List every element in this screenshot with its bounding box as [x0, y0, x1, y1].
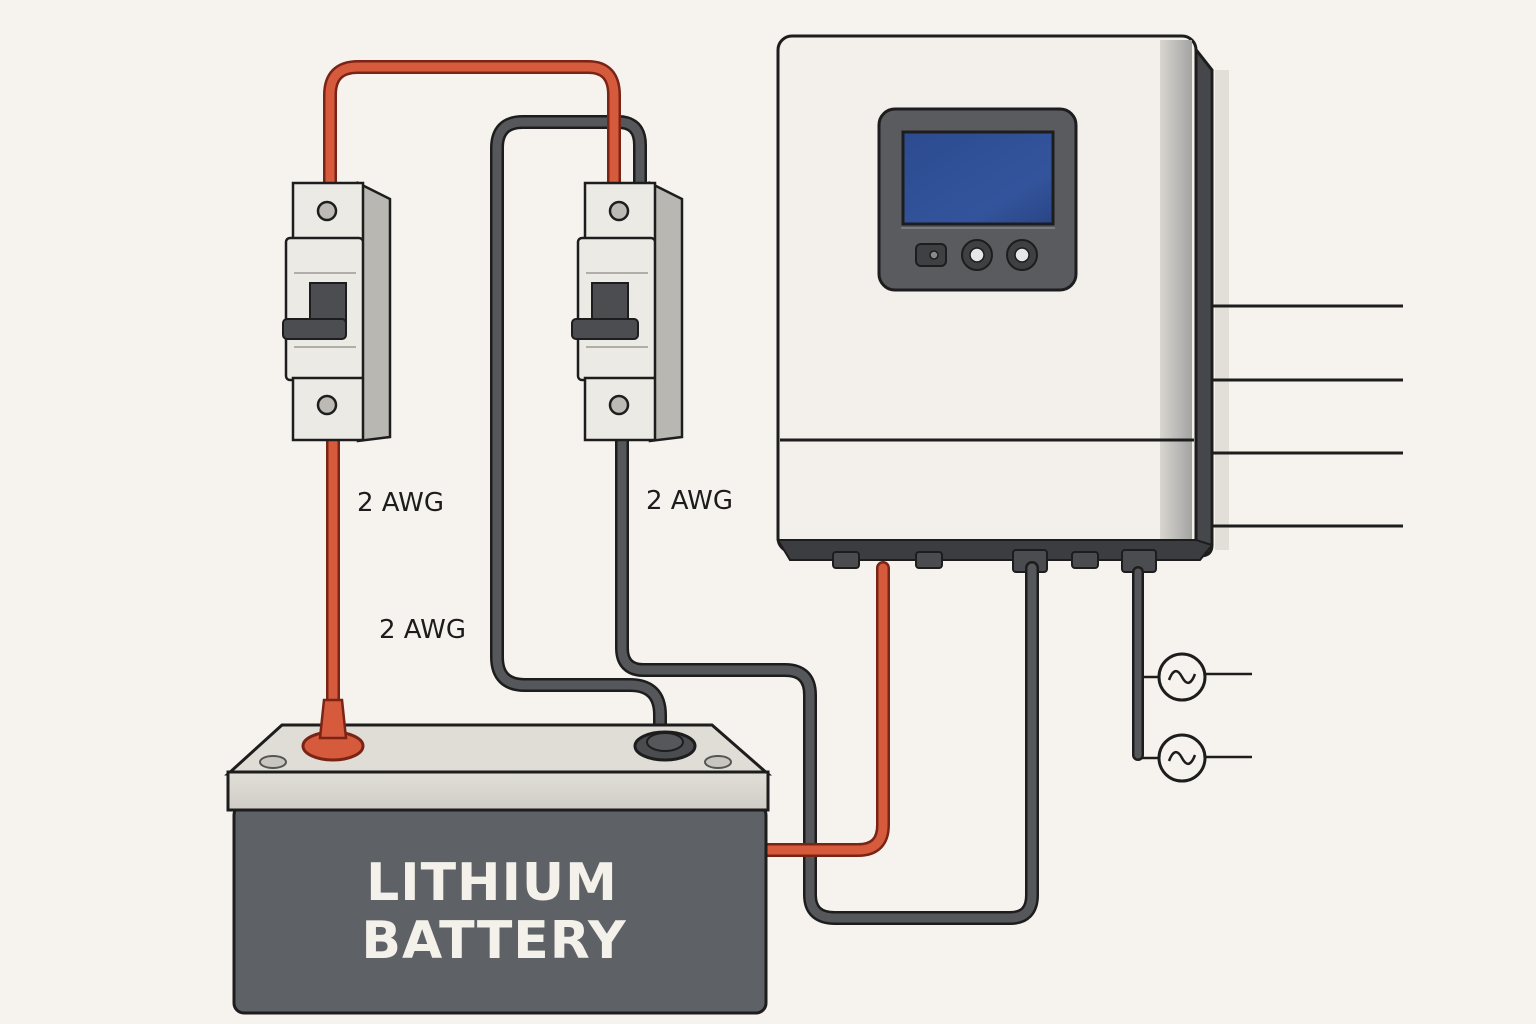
port[interactable] [832, 551, 860, 569]
power-button-icon [929, 250, 939, 260]
battery: LITHIUM BATTERY [224, 698, 772, 1015]
vent-cap [704, 755, 732, 769]
inverter [776, 34, 1403, 573]
vent-cap [259, 755, 287, 769]
battery-label-line1: LITHIUM [366, 853, 618, 913]
positive-wire-breaker-link[interactable] [323, 60, 621, 192]
ac-source-2[interactable] [1142, 733, 1252, 783]
breaker-2[interactable] [571, 180, 684, 443]
battery-label-line2: BATTERY [361, 911, 627, 971]
positive-wire-inverter[interactable] [759, 561, 890, 857]
inverter-bottom-bar [776, 539, 1214, 561]
wire-label-3: 2 AWG [379, 615, 466, 645]
screw-icon [608, 200, 630, 222]
battery-lid [226, 770, 770, 812]
wire-label-2: 2 AWG [646, 486, 733, 516]
ac-source-1[interactable] [1142, 652, 1252, 702]
negative-wire-inverter[interactable] [615, 433, 1039, 925]
ac-sources [1142, 652, 1252, 783]
wire-label-1: 2 AWG [357, 488, 444, 518]
screw-icon [608, 394, 630, 416]
wires [323, 60, 1144, 925]
inverter-shadow [1215, 70, 1229, 550]
breaker-toggle[interactable] [591, 282, 629, 324]
breaker-toggle[interactable] [309, 282, 347, 324]
port[interactable] [915, 551, 943, 569]
negative-wire-breaker[interactable] [490, 115, 667, 742]
lcd-screen [901, 130, 1055, 226]
inverter-ports [832, 549, 1157, 573]
negative-terminal[interactable] [633, 730, 697, 762]
output-lines [1212, 304, 1403, 528]
control-panel [877, 107, 1078, 292]
inverter-bevel [1160, 40, 1192, 548]
port[interactable] [1071, 551, 1099, 569]
breaker-1[interactable] [280, 180, 392, 443]
screw-icon [316, 200, 338, 222]
screw-icon [316, 394, 338, 416]
positive-terminal[interactable] [301, 698, 365, 762]
